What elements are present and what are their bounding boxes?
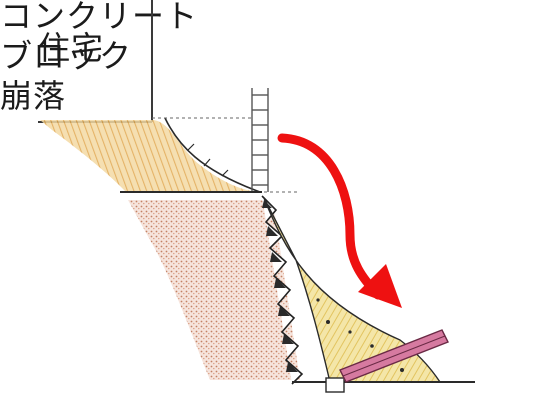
collapse-label-line2: ブロック (0, 37, 133, 75)
collapse-label-line3: 崩落 (0, 77, 67, 115)
retaining-wall (261, 195, 304, 385)
guide-lines (152, 117, 300, 193)
block-fence-remnant (251, 88, 269, 192)
concrete-block-icon (325, 377, 345, 393)
red-curved-arrow (277, 133, 402, 308)
collapse-label-block: コンクリート ブロック 崩落 (0, 0, 542, 112)
fallen-block (339, 329, 449, 383)
upper-soil-layer (40, 117, 261, 193)
house-label: 住宅 (38, 29, 105, 67)
lower-soil-layer (128, 200, 300, 380)
collapse-debris (263, 197, 442, 383)
collapse-label-line1: コンクリート (0, 0, 199, 35)
